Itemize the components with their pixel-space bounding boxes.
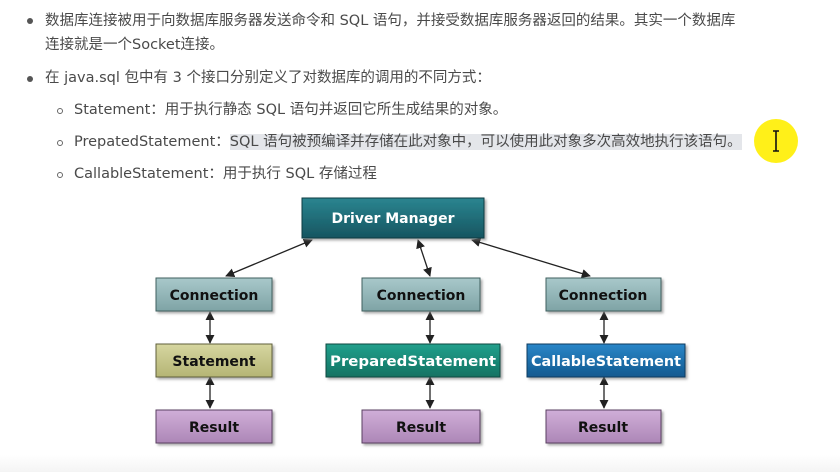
driver-manager-node: Driver Manager — [301, 197, 485, 239]
bullet-1-line-1: 数据库连接被用于向数据库服务器发送命令和 SQL 语句，并接受数据库服务器返回的… — [45, 13, 736, 29]
bullet-2-line-1: 在 java.sql 包中有 3 个接口分别定义了对数据库的调用的不同方式： — [45, 70, 491, 86]
connection-node: Connection — [361, 277, 481, 312]
bullet-dot — [27, 76, 33, 82]
sub-item-callable-statement: CallableStatement：用于执行 SQL 存储过程 — [74, 166, 377, 182]
result-node: Result — [155, 409, 273, 444]
prepared-statement-label: PreparedStatement — [330, 354, 496, 370]
sub-item-statement: Statement：用于执行静态 SQL 语句并返回它所生成结果的对象。 — [74, 102, 508, 118]
diagram-arrows — [205, 238, 609, 409]
statement-node: Statement — [155, 343, 273, 378]
sub-item-prefix: PrepatedStatement： — [74, 134, 230, 150]
connection-label: Connection — [170, 288, 259, 304]
sub-bullet-dot — [57, 140, 63, 146]
result-node: Result — [545, 409, 662, 444]
sub-item-prepared-statement: PrepatedStatement：SQL 语句被预编译并存储在此对象中，可以使… — [74, 131, 742, 153]
selected-text[interactable]: SQL 语句被预编译并存储在此对象中，可以使用此对象多次高效地执行该语句。 — [229, 134, 742, 150]
driver-manager-label: Driver Manager — [332, 211, 455, 227]
result-node: Result — [361, 409, 481, 444]
sub-bullet-dot — [57, 108, 63, 114]
result-label: Result — [189, 420, 239, 436]
result-label: Result — [578, 420, 628, 436]
callable-statement-label: CallableStatement — [531, 354, 681, 370]
connection-label: Connection — [377, 288, 466, 304]
bullet-dot — [27, 18, 33, 24]
callable-statement-node: CallableStatement — [526, 343, 686, 378]
connection-node: Connection — [545, 277, 662, 312]
connection-label: Connection — [559, 288, 648, 304]
result-label: Result — [396, 420, 446, 436]
bullet-1-line-2: 连接就是一个Socket连接。 — [45, 37, 225, 53]
bottom-edge — [0, 455, 840, 472]
sub-bullet-dot — [57, 172, 63, 178]
prepared-statement-node: PreparedStatement — [325, 343, 501, 378]
statement-label: Statement — [172, 354, 255, 370]
text-cursor-icon — [773, 130, 779, 152]
connection-node: Connection — [155, 277, 273, 312]
